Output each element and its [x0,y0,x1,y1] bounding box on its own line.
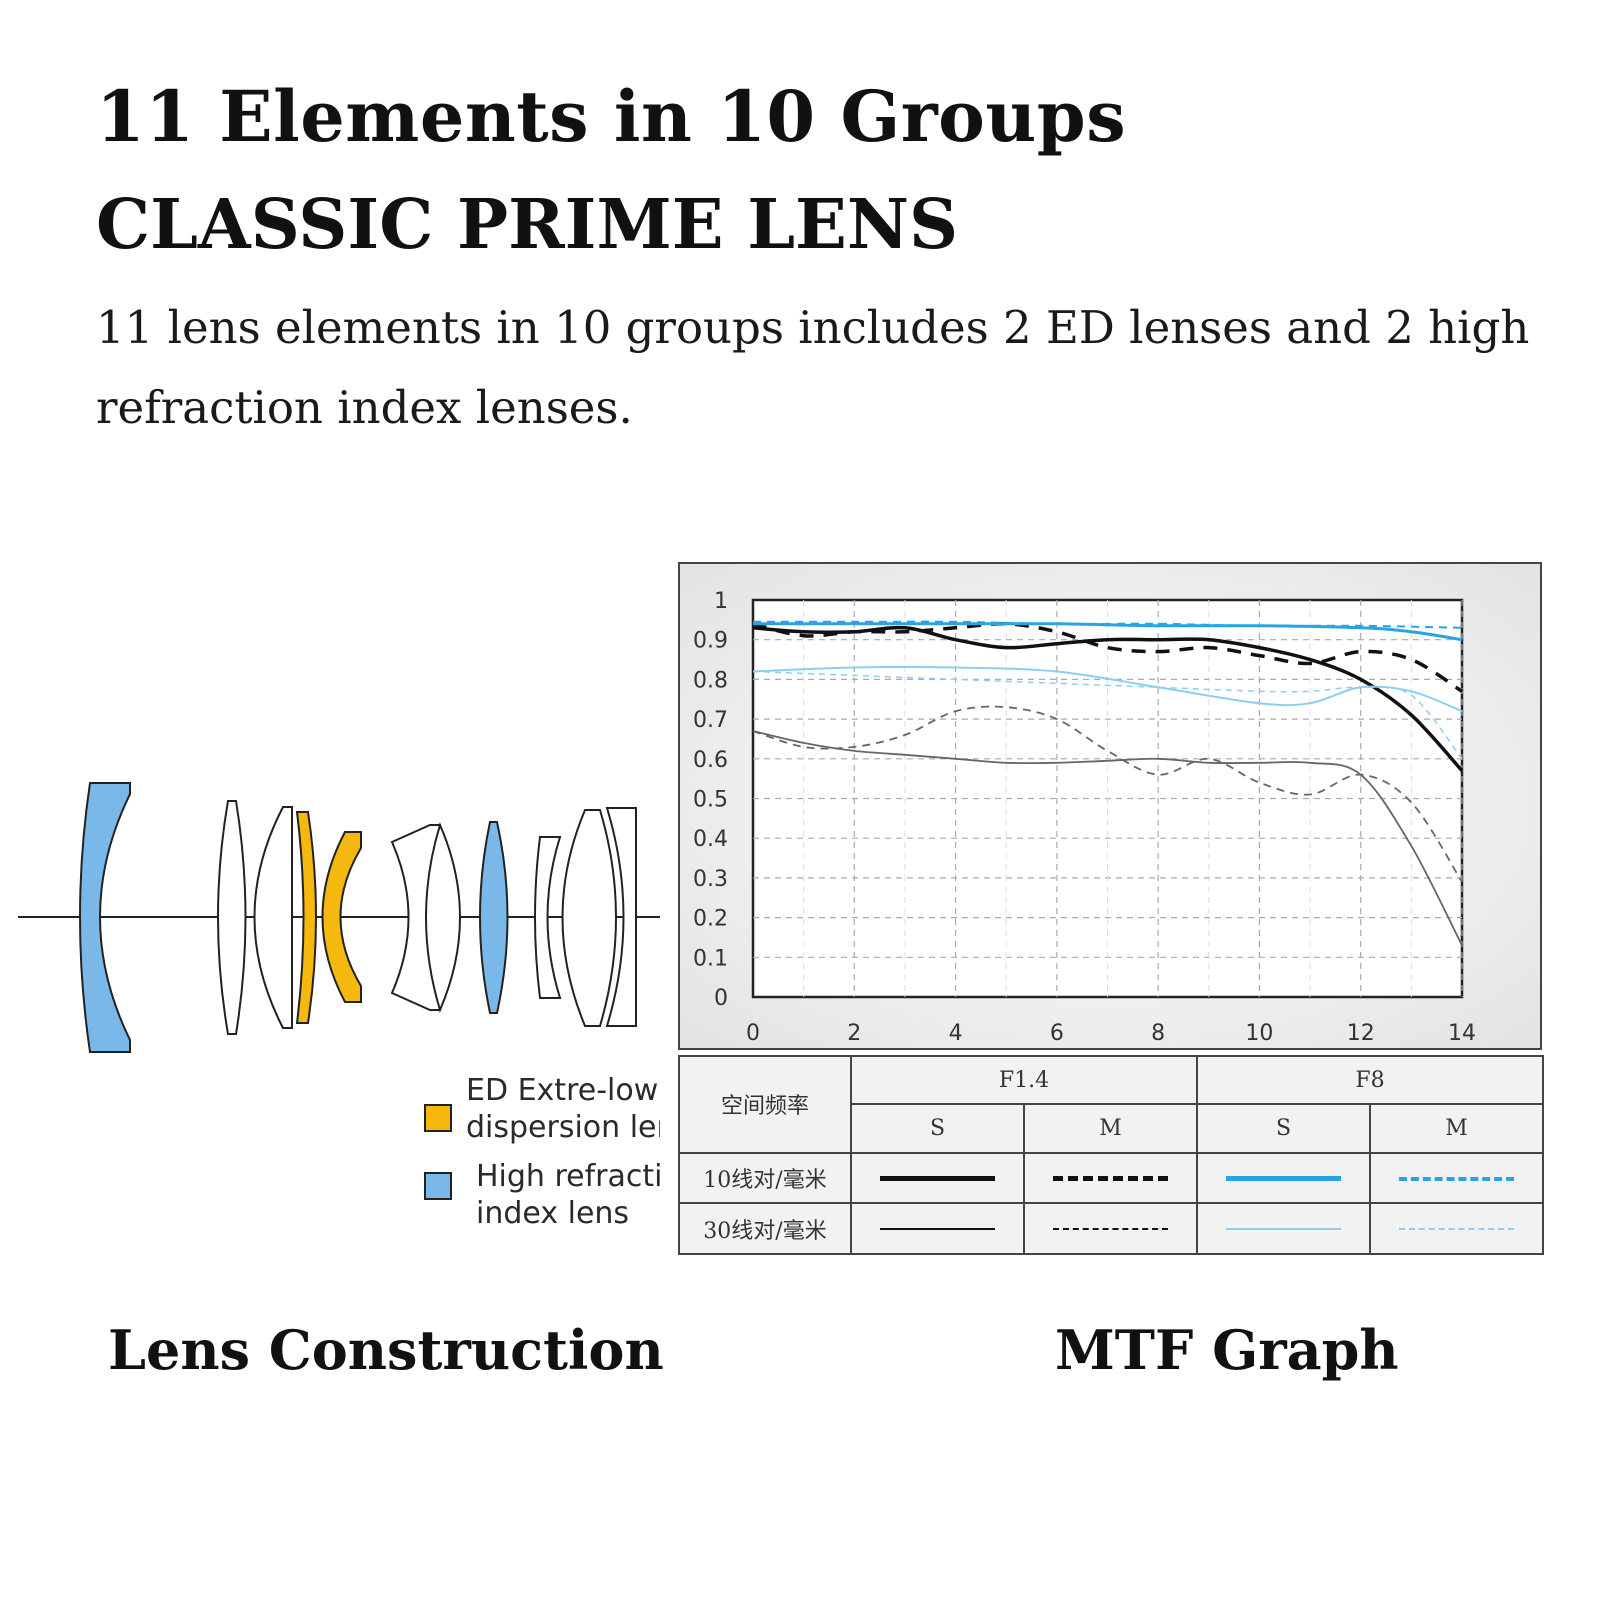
lens-element-7 [425,822,461,1013]
sub-s-f8: S [1196,1103,1371,1154]
lens-element-3 [253,806,293,1029]
lens-element-1 [79,782,131,1053]
series-f8-10-s [752,622,1463,642]
mtf-graph-caption: MTF Graph [1055,1318,1399,1382]
lens-construction-diagram [18,782,660,1053]
lens-element-8 [479,821,509,1014]
ed-swatch [424,1104,452,1132]
sample-f8-10-s [1226,1176,1341,1182]
high-refraction-swatch [424,1172,452,1200]
lens-construction-caption: Lens Construction [108,1318,664,1382]
y-tick-label: 0.7 [693,708,728,733]
x-tick-label: 10 [1245,1021,1273,1046]
y-tick-label: 0.2 [693,907,728,932]
series-lines [752,620,1464,946]
sample-f14-10-s [880,1176,995,1182]
y-tick-label: 0.9 [693,629,728,654]
sample-f8-30-s [1226,1228,1341,1231]
sub-m-f1-4: M [1023,1103,1198,1154]
y-tick-label: 0 [714,986,728,1011]
x-tick-label: 0 [746,1021,760,1046]
sample-f14-10-m [1053,1176,1168,1182]
y-axis: 0 0.1 0.2 0.3 0.4 0.5 0.6 0.7 0.8 0.9 1 [693,589,728,1011]
y-tick-label: 0.3 [693,867,728,892]
sub-m-f8: M [1369,1103,1544,1154]
sample-f14-30-m [1053,1228,1168,1231]
lens-element-2 [217,800,247,1035]
sub-s-f1-4: S [850,1103,1025,1154]
lens-element-11 [605,807,637,1027]
row-30lp: 30线对/毫米 [678,1202,852,1255]
aperture-f1-4: F1.4 [850,1054,1198,1106]
series-f1-4-30-m [752,705,1463,883]
y-tick-label: 0.6 [693,748,728,773]
y-tick-label: 0.4 [693,827,728,852]
series-f8-10-m [753,620,1463,629]
sample-f8-10-m [1399,1176,1514,1181]
series-f1-4-10-s [752,625,1464,772]
x-axis: 0 2 4 6 8 10 12 14 [746,1021,1476,1046]
y-tick-label: 0.1 [693,946,728,971]
y-tick-label: 0.8 [693,668,728,693]
x-tick-label: 12 [1347,1021,1375,1046]
y-tick-label: 0.5 [693,788,728,813]
spatial-frequency-header: 空间频率 [678,1055,852,1154]
mtf-chart: 0 0.1 0.2 0.3 0.4 0.5 0.6 0.7 0.8 0.9 1 0 2 4 6 8 10 12 1… [678,562,1542,1050]
y-tick-label: 1 [714,589,728,614]
x-tick-label: 4 [949,1021,963,1046]
page-subtitle: CLASSIC PRIME LENS [96,185,959,265]
series-f8-30-m [752,670,1463,760]
row-10lp: 10线对/毫米 [678,1151,852,1205]
aperture-f8: F8 [1196,1054,1544,1106]
lens-element-9 [534,836,562,999]
mtf-legend-table: 空间频率 F1.4 F8 S M S M 10线对/毫米 30线对/毫米 [678,1054,1544,1255]
sample-f8-30-m [1399,1228,1514,1231]
x-tick-label: 14 [1448,1021,1476,1046]
lens-element-6 [390,824,441,1011]
lens-element-10 [561,809,617,1027]
sample-f14-30-s [880,1228,995,1231]
lens-element-5 [321,831,362,1003]
description: 11 lens elements in 10 groups includes 2… [96,301,1530,434]
x-tick-label: 6 [1050,1021,1064,1046]
x-tick-label: 8 [1151,1021,1165,1046]
x-tick-label: 2 [847,1021,861,1046]
lens-element-4 [295,811,317,1024]
page-title: 11 Elements in 10 Groups [96,75,1127,158]
series-f1-4-10-m [752,621,1463,693]
